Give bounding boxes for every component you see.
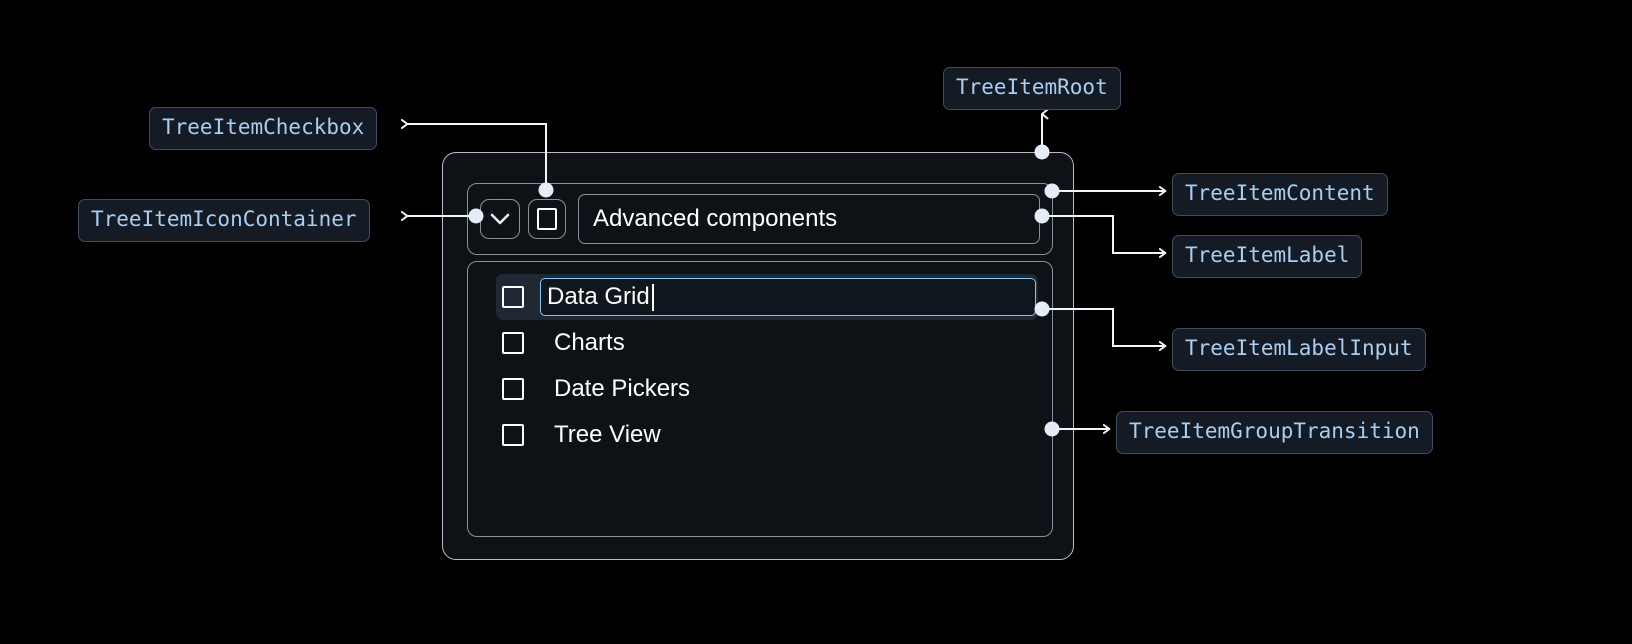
tree-item-label-text: Advanced components bbox=[593, 205, 838, 232]
tree-item-row-date-pickers[interactable]: Date Pickers bbox=[496, 366, 1038, 412]
text-caret bbox=[651, 283, 654, 311]
chevron-down-icon bbox=[490, 213, 510, 225]
annotation-tree-item-label: TreeItemLabel bbox=[1172, 235, 1363, 278]
tree-item-checkbox-date-pickers[interactable] bbox=[502, 378, 524, 400]
tree-item-label-tree-view: Tree View bbox=[554, 421, 661, 448]
tree-item-label-input[interactable]: Data Grid bbox=[540, 278, 1036, 316]
tree-item-label-date-pickers: Date Pickers bbox=[554, 375, 691, 402]
annotation-tree-item-icon-container: TreeItemIconContainer bbox=[78, 199, 370, 242]
tree-item-group-transition: Data Grid Charts Date Pickers Tree View bbox=[467, 261, 1053, 537]
annotation-tree-item-checkbox: TreeItemCheckbox bbox=[149, 107, 378, 150]
tree-item-checkbox-data-grid[interactable] bbox=[502, 286, 524, 308]
tree-item-content[interactable]: Advanced components bbox=[467, 183, 1053, 255]
tree-item-checkbox-charts[interactable] bbox=[502, 332, 524, 354]
tree-item-checkbox[interactable] bbox=[528, 199, 566, 239]
tree-item-label-input-value: Data Grid bbox=[547, 283, 650, 310]
tree-item-label-charts: Charts bbox=[554, 329, 625, 356]
tree-item-checkbox-tree-view[interactable] bbox=[502, 424, 524, 446]
tree-item-label[interactable]: Advanced components bbox=[578, 194, 1040, 244]
annotation-tree-item-group-transition: TreeItemGroupTransition bbox=[1116, 411, 1433, 454]
checkbox-box-icon bbox=[537, 208, 557, 230]
tree-item-row-tree-view[interactable]: Tree View bbox=[496, 412, 1038, 458]
tree-item-row-charts[interactable]: Charts bbox=[496, 320, 1038, 366]
tree-item-root[interactable]: Advanced components Data Grid Charts Dat… bbox=[442, 152, 1074, 560]
tree-item-row-data-grid[interactable]: Data Grid bbox=[496, 274, 1038, 320]
annotation-tree-item-root: TreeItemRoot bbox=[943, 67, 1121, 110]
annotation-tree-item-label-input: TreeItemLabelInput bbox=[1172, 328, 1426, 371]
tree-item-icon-container[interactable] bbox=[480, 199, 520, 239]
annotation-tree-item-content: TreeItemContent bbox=[1172, 173, 1388, 216]
